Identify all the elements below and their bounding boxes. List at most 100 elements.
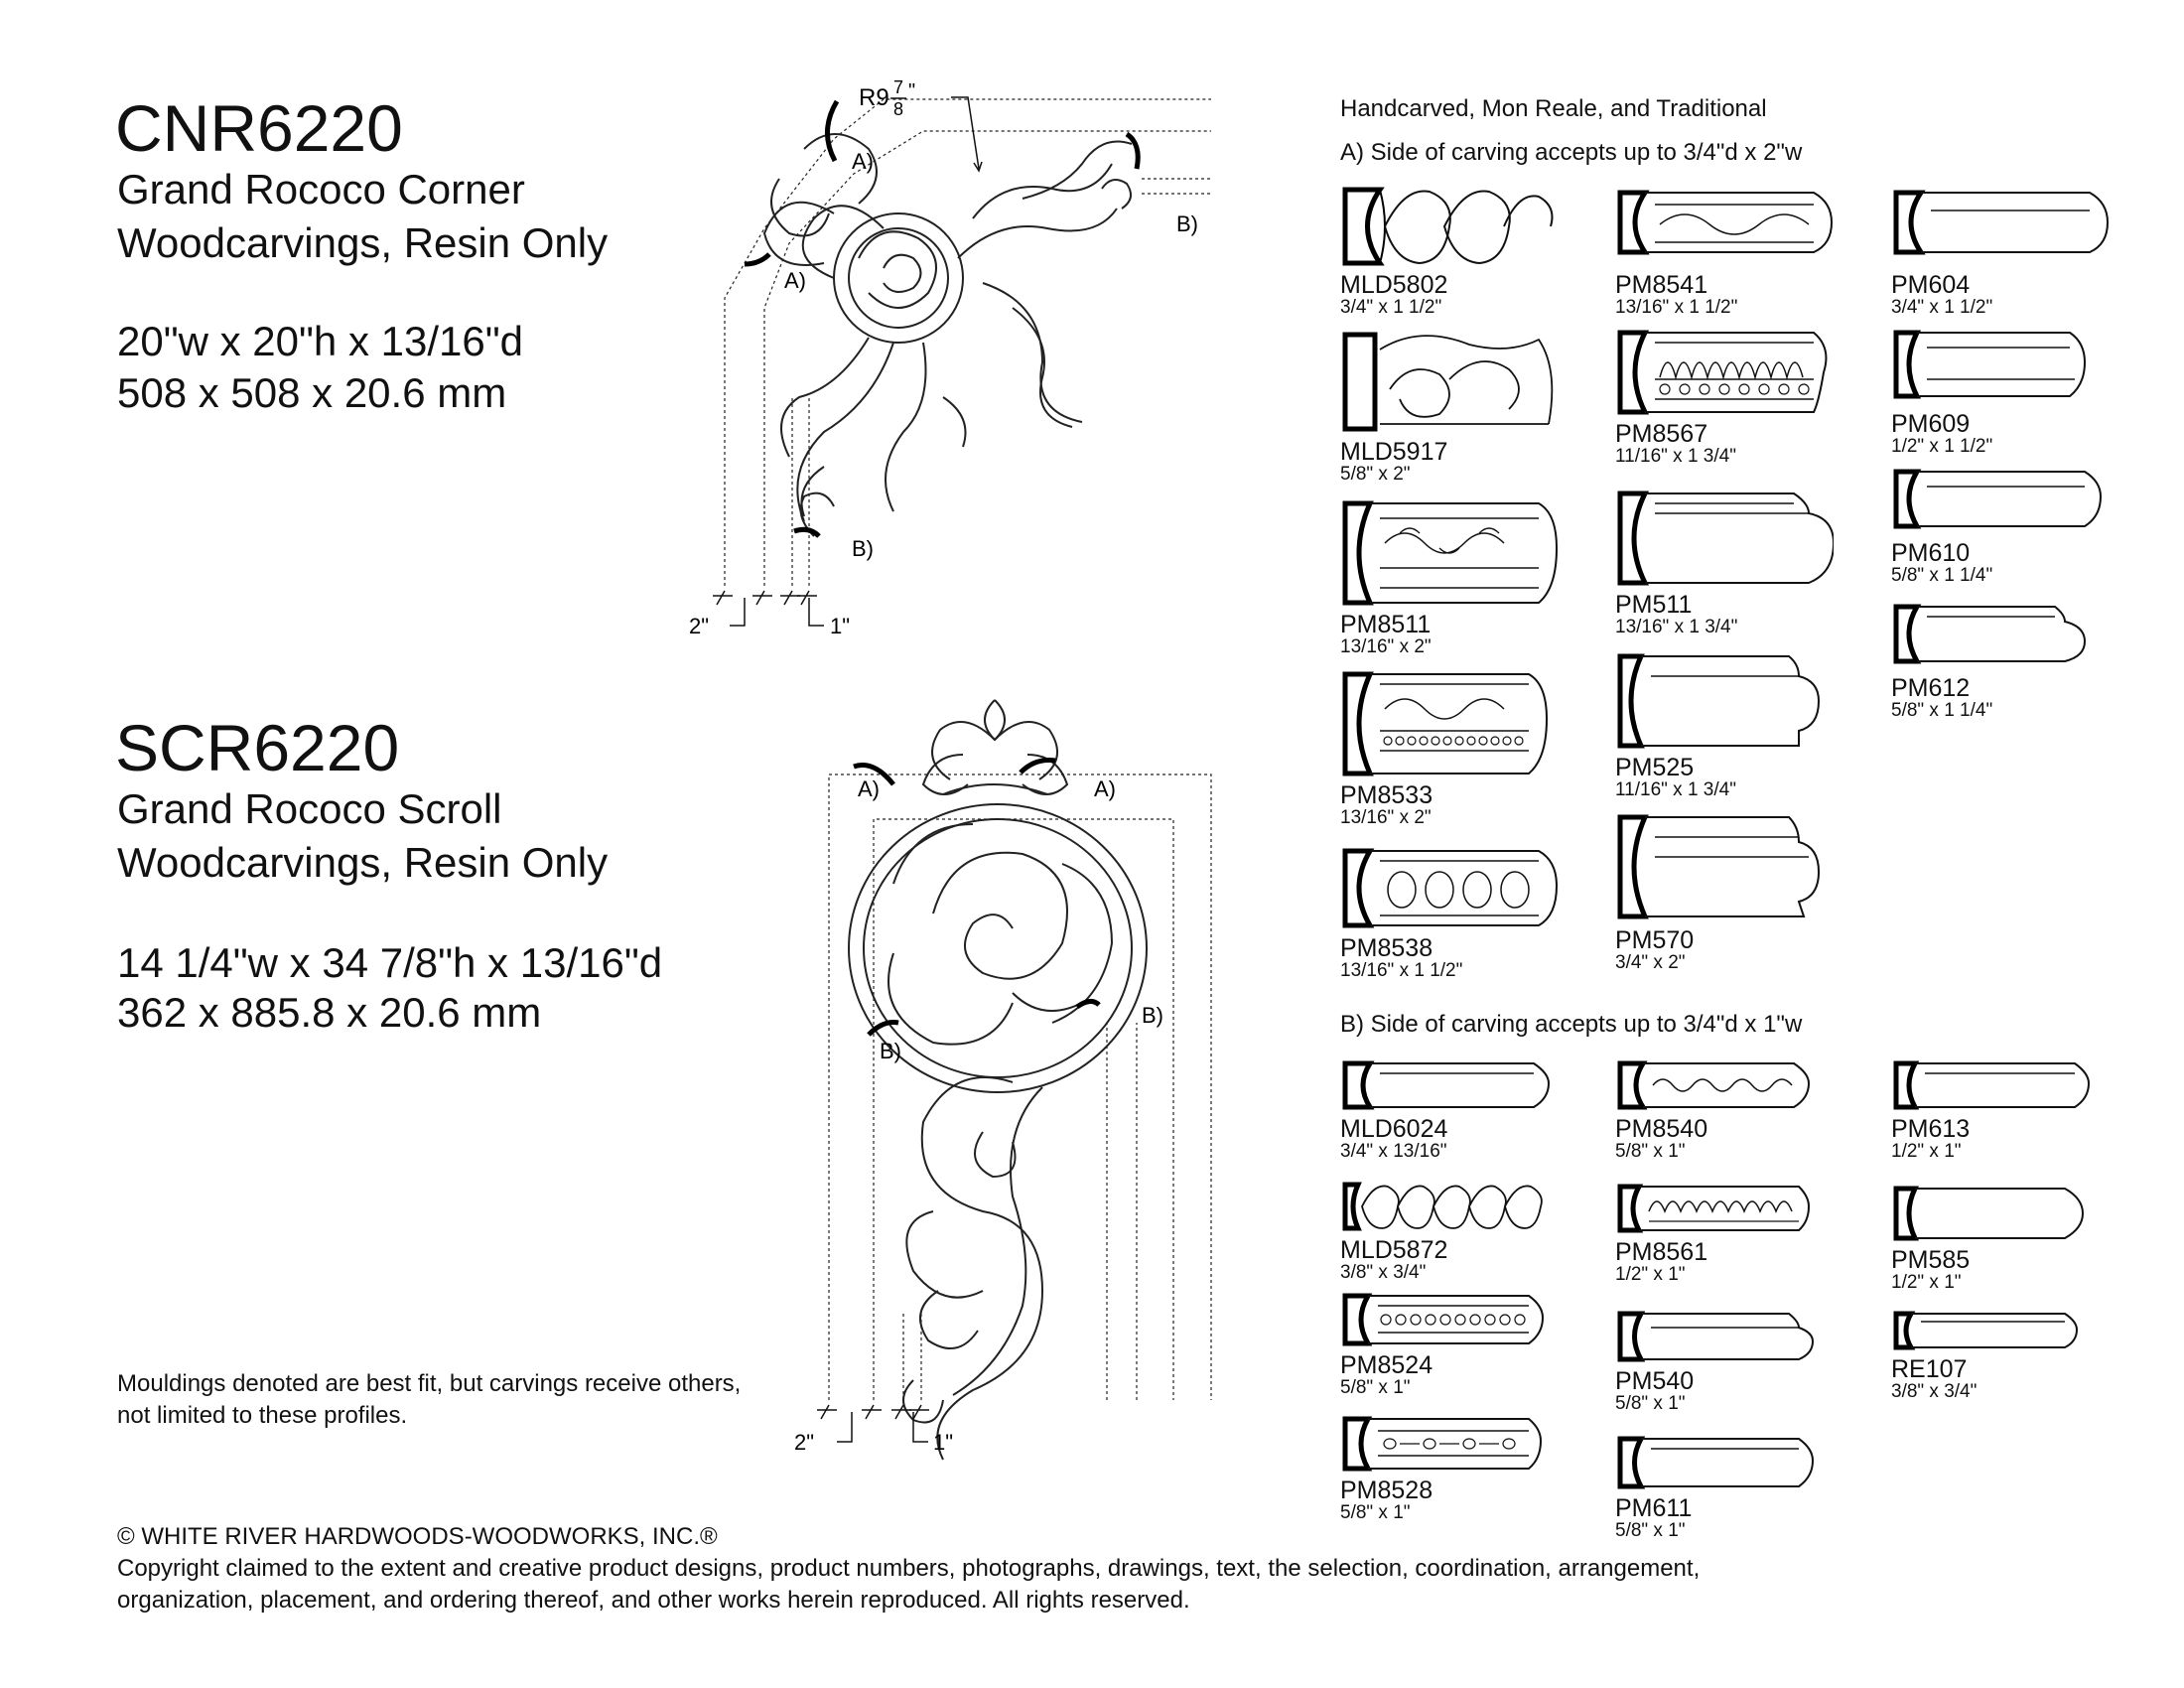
moulding-pm511: PM511 13/16" x 1 3/4" <box>1615 489 1836 637</box>
profile-plain-icon <box>1617 1311 1815 1362</box>
copyright-owner: © WHITE RIVER HARDWOODS-WOODWORKS, INC.® <box>117 1523 718 1550</box>
profile-leaf-bead-icon <box>1342 671 1549 776</box>
moulding-pm540: PM540 5/8" x 1" <box>1615 1309 1834 1413</box>
scroll-label-a-right: A) <box>1094 776 1116 801</box>
moulding-pm8511: PM8511 13/16" x 2" <box>1340 498 1559 656</box>
moulding-code: PM8561 <box>1615 1238 1708 1266</box>
moulding-code: PM613 <box>1891 1115 1971 1143</box>
moulding-size: 3/4" x 2" <box>1615 952 1686 973</box>
copyright-notice: Copyright claimed to the extent and crea… <box>117 1555 1701 1615</box>
moulding-code: PM8538 <box>1340 934 1433 962</box>
moulding-size: 5/8" x 1 1/4" <box>1891 565 1993 586</box>
moulding-size: 3/4" x 1 1/2" <box>1340 297 1442 318</box>
corner-dim-1in: 1" <box>830 614 850 638</box>
moulding-pm612: PM612 5/8" x 1 1/4" <box>1891 602 2110 720</box>
moulding-code: PM8528 <box>1340 1477 1433 1504</box>
moulding-size: 11/16" x 1 3/4" <box>1615 779 1736 800</box>
moulding-size: 13/16" x 2" <box>1340 807 1432 828</box>
moulding-code: PM525 <box>1615 754 1695 781</box>
profile-carved-icon <box>1617 1184 1811 1233</box>
moulding-code: PM8540 <box>1615 1115 1708 1143</box>
moulding-pm8533: PM8533 13/16" x 2" <box>1340 669 1559 827</box>
moulding-pm8541: PM8541 13/16" x 1 1/2" <box>1615 185 1834 317</box>
profile-rope-icon <box>1617 1060 1811 1110</box>
moulding-code: PM8511 <box>1340 611 1432 638</box>
radius-label: R9 <box>859 84 889 111</box>
scroll-label-b-left: B) <box>880 1039 901 1063</box>
moulding-size: 5/8" x 1" <box>1615 1141 1686 1162</box>
moulding-code: PM8541 <box>1615 271 1708 299</box>
radius-unit: " <box>908 80 915 102</box>
profile-egg-dart-icon <box>1617 330 1828 415</box>
moulding-size: 11/16" x 1 3/4" <box>1615 446 1736 467</box>
moulding-code: PM8524 <box>1340 1351 1433 1379</box>
moulding-pm8567: PM8567 11/16" x 1 3/4" <box>1615 328 1834 466</box>
profile-carved-ribbon-icon <box>1617 190 1834 255</box>
corner-label-b-bottom: B) <box>852 536 874 561</box>
moulding-code: MLD5917 <box>1340 438 1448 466</box>
moulding-size: 1/2" x 1" <box>1891 1272 1962 1293</box>
moulding-mld6024: MLD6024 3/4" x 13/16" <box>1340 1058 1559 1161</box>
scroll-carving-drawing: A) A) B) B) 2" 1" <box>794 699 1212 1461</box>
moulding-code: PM8533 <box>1340 781 1433 809</box>
product-name-scroll: Grand Rococo Scroll <box>117 785 502 832</box>
moulding-pm585: PM585 1/2" x 1" <box>1891 1184 2110 1292</box>
moulding-size: 5/8" x 1" <box>1615 1393 1686 1414</box>
profile-acanthus-icon <box>1342 332 1554 432</box>
product-dims-mm-scroll: 362 x 885.8 x 20.6 mm <box>117 989 542 1036</box>
section-a-title: A) Side of carving accepts up to 3/4"d x… <box>1340 139 1803 166</box>
moulding-pm8538: PM8538 13/16" x 1 1/2" <box>1340 846 1559 980</box>
profile-plain-icon <box>1893 330 2087 399</box>
profile-plain-icon <box>1342 1060 1551 1110</box>
moulding-pm613: PM613 1/2" x 1" <box>1891 1058 2110 1161</box>
corner-dim-2in: 2" <box>689 614 709 638</box>
product-material-corner: Woodcarvings, Resin Only <box>117 219 609 266</box>
profile-plain-icon <box>1893 1186 2085 1241</box>
scroll-label-b-right: B) <box>1142 1003 1163 1028</box>
moulding-size: 3/8" x 3/4" <box>1340 1262 1427 1283</box>
profile-leaf-vine-icon <box>1342 500 1559 606</box>
moulding-size: 1/2" x 1 1/2" <box>1891 436 1993 457</box>
moulding-code: PM8567 <box>1615 420 1708 448</box>
moulding-mld5917: MLD5917 5/8" x 2" <box>1340 330 1559 484</box>
mouldings-heading: Handcarved, Mon Reale, and Traditional <box>1340 95 1767 122</box>
profile-rope-icon <box>1342 1182 1543 1231</box>
moulding-code: PM609 <box>1891 410 1971 438</box>
moulding-pm8540: PM8540 5/8" x 1" <box>1615 1058 1834 1161</box>
moulding-pm610: PM610 5/8" x 1 1/4" <box>1891 467 2110 585</box>
profile-plain-icon <box>1617 653 1821 749</box>
profile-plain-icon <box>1893 1060 2091 1110</box>
moulding-code: PM611 <box>1615 1494 1693 1522</box>
moulding-code: PM540 <box>1615 1367 1695 1395</box>
product-material-scroll: Woodcarvings, Resin Only <box>117 839 609 886</box>
moulding-pm8561: PM8561 1/2" x 1" <box>1615 1182 1834 1284</box>
moulding-size: 13/16" x 2" <box>1340 636 1432 657</box>
moulding-code: PM612 <box>1891 674 1971 702</box>
moulding-pm525: PM525 11/16" x 1 3/4" <box>1615 651 1834 799</box>
moulding-size: 5/8" x 1" <box>1340 1502 1411 1523</box>
product-name-corner: Grand Rococo Corner <box>117 166 525 212</box>
scroll-label-a-left: A) <box>858 776 880 801</box>
moulding-pm8524: PM8524 5/8" x 1" <box>1340 1291 1559 1397</box>
profile-plain-icon <box>1893 469 2103 529</box>
section-b-title: B) Side of carving accepts up to 3/4"d x… <box>1340 1011 1803 1038</box>
profile-plain-icon <box>1617 1436 1815 1489</box>
moulding-pm570: PM570 3/4" x 2" <box>1615 812 1834 972</box>
moulding-code: MLD5872 <box>1340 1236 1448 1264</box>
moulding-size: 3/8" x 3/4" <box>1891 1381 1978 1402</box>
scroll-dim-1in: 1" <box>933 1430 953 1455</box>
moulding-size: 3/4" x 1 1/2" <box>1891 297 1993 318</box>
moulding-code: PM511 <box>1615 591 1693 619</box>
corner-label-b-right: B) <box>1176 211 1198 236</box>
product-code-cnr6220: CNR6220 <box>115 91 403 165</box>
product-dims-in-corner: 20"w x 20"h x 13/16"d <box>117 318 523 364</box>
profile-plain-icon <box>1893 604 2087 664</box>
moulding-mld5872: MLD5872 3/8" x 3/4" <box>1340 1180 1559 1282</box>
product-dims-in-scroll: 14 1/4"w x 34 7/8"h x 13/16"d <box>117 939 663 986</box>
moulding-code: PM570 <box>1615 926 1695 954</box>
profile-plain-icon <box>1617 814 1821 919</box>
moulding-size: 13/16" x 1 3/4" <box>1615 617 1738 637</box>
profile-bead-reel-icon <box>1342 1416 1543 1472</box>
profile-egg-icon <box>1342 848 1559 928</box>
corner-label-a-left: A) <box>784 268 806 293</box>
